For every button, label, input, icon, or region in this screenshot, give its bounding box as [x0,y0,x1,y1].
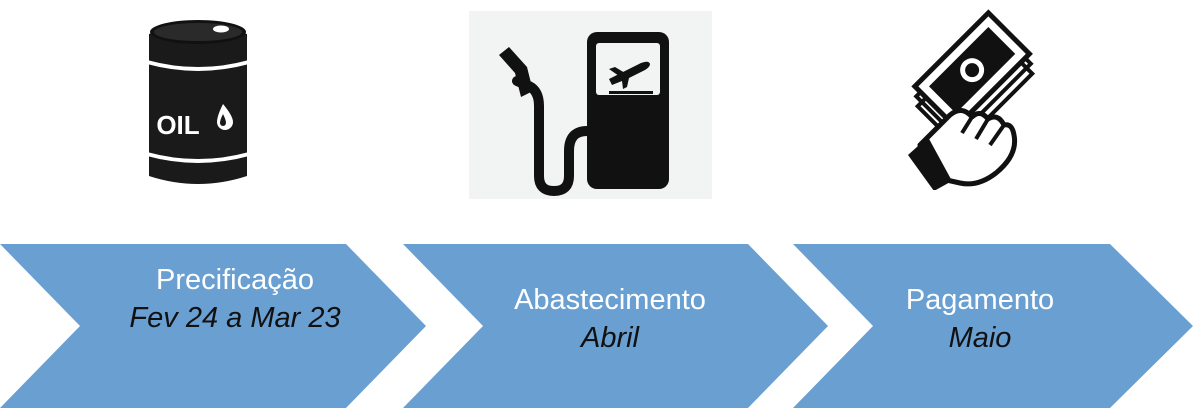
oil-barrel-icon: OIL [143,16,253,194]
stage-period: Maio [948,322,1012,354]
stage-abastecimento: Abastecimento Abril [480,283,740,353]
aviation-fuel-pump-icon [469,11,712,199]
chevron-stage-1 [0,244,426,408]
stage-period: Abril [580,322,639,354]
chevron-stage-2 [403,244,828,408]
stage-pagamento: Pagamento Maio [880,283,1080,353]
cash-payment-hand-icon [900,5,1040,190]
stage-title: Precificação [156,264,314,296]
stage-precificacao: Precificação Fev 24 a Mar 23 [110,263,360,333]
stage-title: Abastecimento [514,284,706,316]
barrel-label-text: OIL [156,110,199,140]
stage-title: Pagamento [905,284,1055,316]
chevron-stage-3 [793,244,1193,408]
process-chevron-band [0,244,1193,408]
stage-period: Fev 24 a Mar 23 [129,302,341,334]
